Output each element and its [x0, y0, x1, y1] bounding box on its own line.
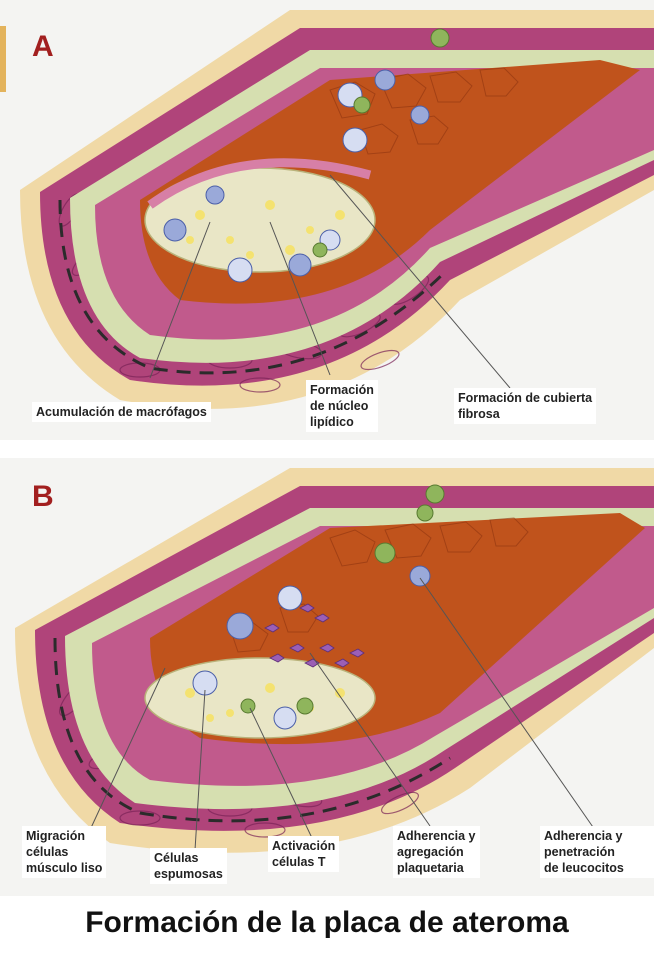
panel-a: A Acumulación de macrófagos Formación de… [0, 0, 654, 440]
figure-title: Formación de la placa de ateroma [0, 906, 654, 940]
artery-illustration-a [0, 0, 654, 440]
panel-b-letter: B [32, 480, 54, 514]
label-fibrous-cap-formation: Formación de cubierta fibrosa [454, 388, 596, 424]
label-lipid-core-formation: Formación de núcleo lipídico [306, 380, 378, 432]
label-leukocyte-penetration: Adherencia y penetración de leucocitos [540, 826, 654, 878]
label-macrophage-accumulation: Acumulación de macrófagos [32, 402, 211, 422]
plaque-core [145, 658, 375, 738]
label-foam-cells: Células espumosas [150, 848, 227, 884]
label-platelet-aggregation: Adherencia y agregación plaquetaria [393, 826, 480, 878]
panel-b: B Migración células músculo liso Células… [0, 458, 654, 896]
label-t-cell-activation: Activación células T [268, 836, 339, 872]
panel-a-letter: A [32, 30, 54, 64]
label-smooth-muscle-migration: Migración células músculo liso [22, 826, 106, 878]
